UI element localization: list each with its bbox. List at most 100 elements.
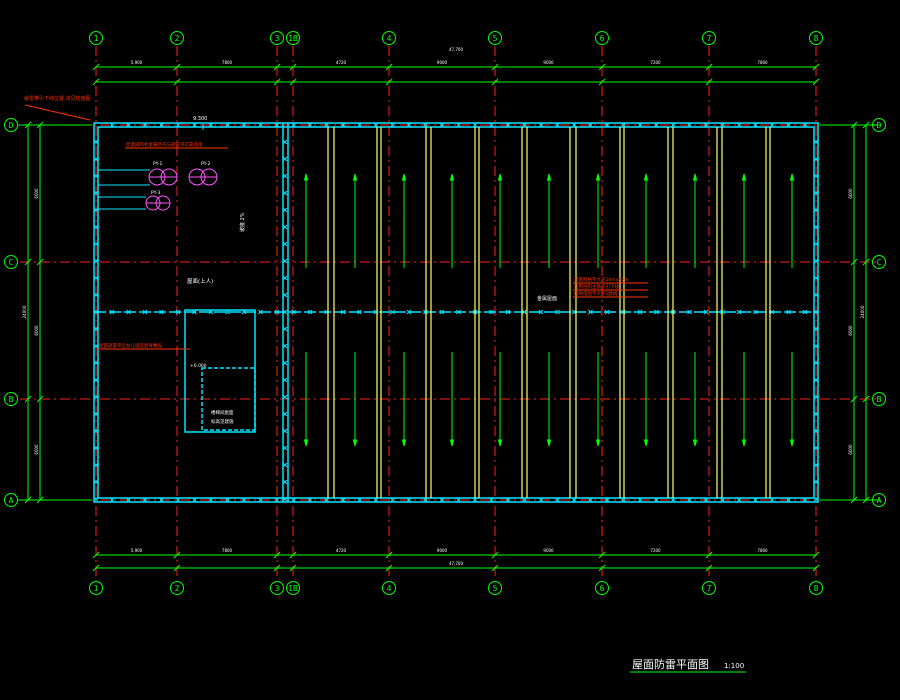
roof-level: 9.300 [193,116,207,122]
fan-py3-icon [145,195,171,211]
belt-mark [93,377,99,383]
arrow-head [789,439,795,447]
belt-mark [109,497,115,503]
belt-mark [93,139,99,145]
bottom-dim-text: 9000 [543,548,554,553]
belt-mark [802,309,808,315]
belt-mark [282,190,288,196]
belt-mark [538,497,544,503]
belt-mark [282,394,288,400]
grid-bubble-right-D-circle [872,118,886,132]
belt-mark [687,122,692,128]
dim-tick [598,564,606,572]
dim-tick [36,121,44,129]
belt-mark [456,497,461,503]
top-dim-text: 7800 [757,60,768,65]
grid-bubble-bottom-4-circle [382,581,396,595]
lightning-belt-marks [93,122,819,503]
belt-mark [654,497,659,503]
grid-bubble-top-7-circle [702,31,716,45]
dim-tick [385,564,393,572]
belt-mark [604,497,610,503]
belt-mark [142,122,148,128]
center-label: 金属屋面 [537,295,557,302]
grid-bubble-top-6-label: 6 [600,34,605,43]
belt-mark [439,309,445,315]
arrow-head [497,439,503,447]
dim-tick [491,78,499,86]
belt-mark [126,497,131,503]
dim-tick [24,395,32,403]
grid-bubble-left-D-circle [4,118,18,132]
grid-bubble-top-6-circle [595,31,609,45]
belt-mark [538,309,544,315]
top-dim-text: 9000 [437,60,448,65]
belt-mark [769,309,775,315]
belt-mark [324,497,329,503]
belt-mark [109,309,115,315]
belt-mark [522,122,527,128]
belt-mark [282,156,288,162]
belt-mark [357,497,362,503]
belt-mark [274,309,280,315]
belt-mark [291,122,296,128]
left-dim-text: 6000 [34,188,39,199]
fan-py1-icon [148,168,178,186]
arrow-head [643,173,649,181]
belt-mark [93,173,99,179]
dim-tick [491,63,499,71]
dim-tick [862,496,870,504]
belt-mark [703,309,709,315]
grid-bubble-bottom-2-circle [170,581,184,595]
roof-slope-arrows [303,173,795,447]
belt-mark [703,497,709,503]
dim-tick [385,78,393,86]
dim-tick [273,63,281,71]
belt-mark [282,173,288,179]
belt-mark [93,309,99,315]
belt-mark [291,309,296,315]
belt-mark [637,122,643,128]
right-dim-text: 6000 [848,325,853,336]
belt-mark [175,309,181,315]
left-dim-text: 6000 [34,444,39,455]
belt-mark [93,224,99,230]
belt-mark [192,497,197,503]
dim-tick [598,63,606,71]
belt-mark [604,122,610,128]
belt-mark [225,309,230,315]
belt-mark [357,309,362,315]
belt-mark [555,309,560,315]
belt-mark [555,497,560,503]
bottom-dim-text: 7800 [222,548,233,553]
belt-mark [307,309,313,315]
grid-bubble-top-2: 2 [170,31,184,45]
grid-bubble-left-C-label: C [9,258,14,267]
belt-mark [406,309,412,315]
grid-bubble-left-D-label: D [9,121,14,130]
slope-label: 坡度 2% [239,212,246,232]
belt-mark [555,122,560,128]
grid-bubble-left-B-circle [4,392,18,406]
dim-tick [289,564,297,572]
belt-mark [571,309,577,315]
grid-bubble-right-B: B [872,392,886,406]
belt-mark [109,122,115,128]
belt-mark [93,445,99,451]
top-dim-text: 9000 [543,60,554,65]
arrow-head [741,173,747,181]
belt-mark [258,122,263,128]
belt-mark [813,258,819,264]
belt-mark [588,122,593,128]
dim-tick [862,258,870,266]
belt-mark [813,428,819,434]
arrow-head [595,439,601,447]
belt-mark [813,326,819,332]
grid-bubble-right-D: D [872,118,886,132]
grid-bubble-right-B-label: B [877,395,882,404]
arrow-head [595,173,601,181]
belt-mark [813,275,819,281]
belt-mark [538,122,544,128]
belt-mark [813,394,819,400]
